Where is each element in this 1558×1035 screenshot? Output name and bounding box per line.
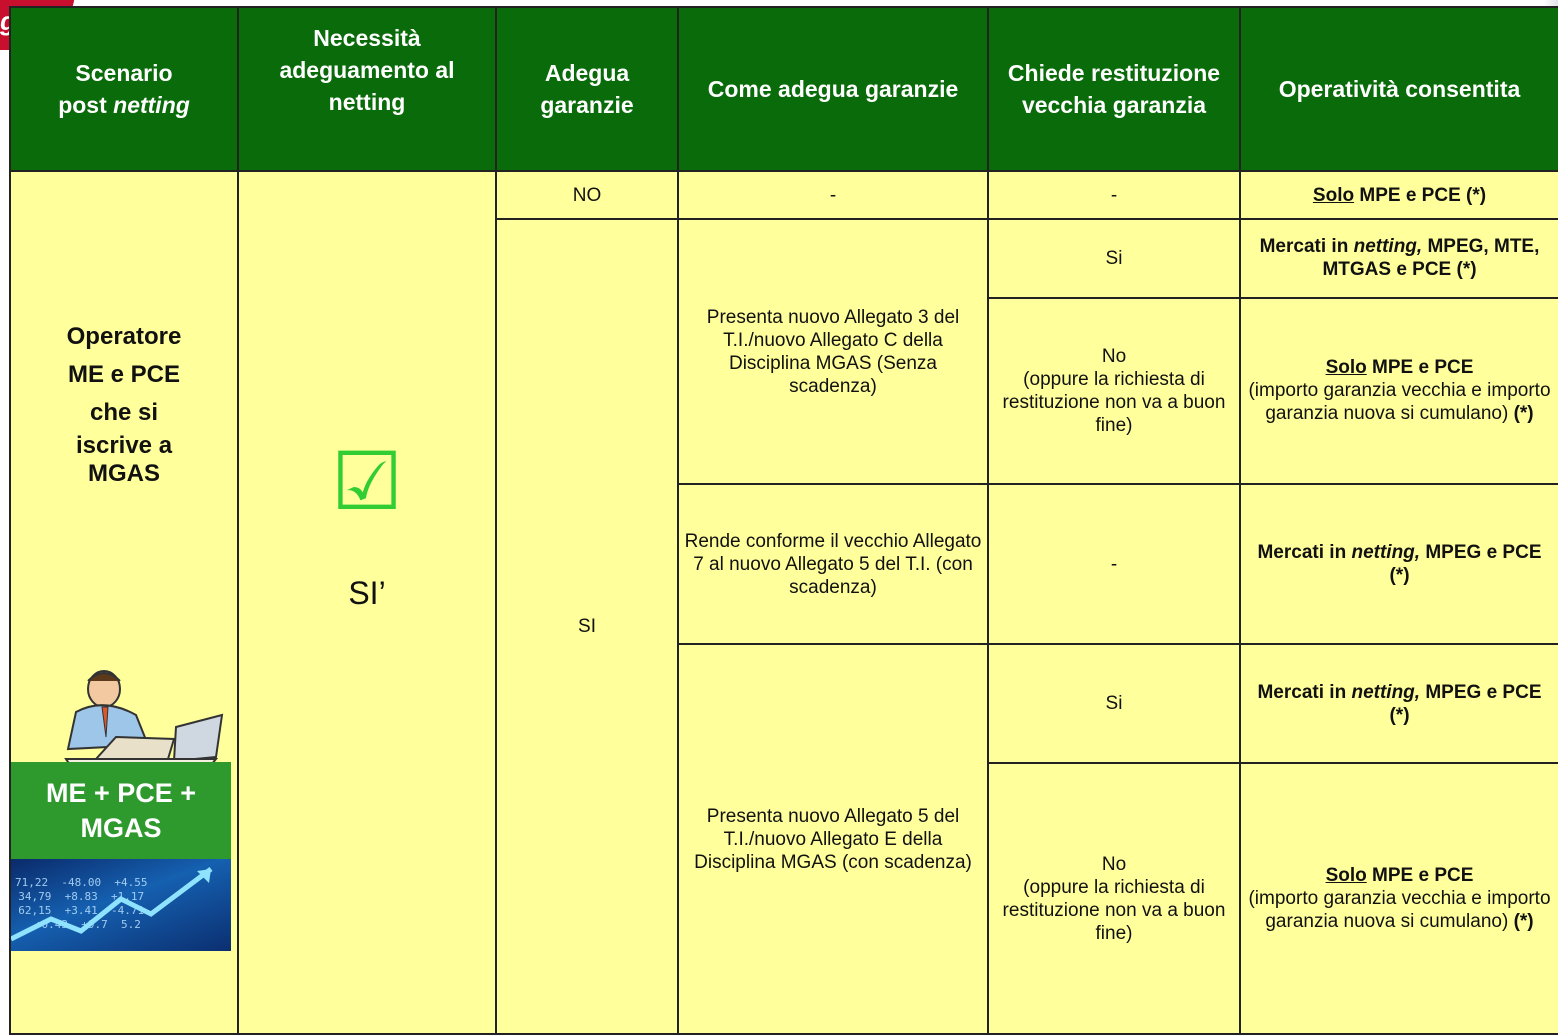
table-row: Rende conforme il vecchio Allegato 7 al … xyxy=(10,482,1558,646)
come-cell: Presenta nuovo Allegato 3 del T.I./nuovo… xyxy=(677,218,989,485)
trend-arrow-icon xyxy=(11,867,213,942)
scenario-line: Operatore xyxy=(66,323,182,351)
header-come: Come adegua garanzie xyxy=(677,5,989,173)
operativita-text: MPEG e PCE (*) xyxy=(1389,681,1542,726)
table-row: No (oppure la richiesta di restituzione … xyxy=(10,762,1558,1035)
operativita-cell: Solo MPE e PCE (importo garanzia vecchia… xyxy=(1239,296,1558,485)
operativita-text: MPE e PCE (*) xyxy=(1354,184,1487,206)
scenario-line: ME e PCE xyxy=(67,361,181,389)
operativita-detail: (importo garanzia vecchia e importo gara… xyxy=(1248,888,1551,933)
header-operativita: Operatività consentita xyxy=(1239,5,1558,173)
scenario-cell: Operatore ME e PCE che si iscrive a MGAS… xyxy=(9,170,239,1035)
operativita-text: Mercati in xyxy=(1257,681,1352,703)
necessita-value: SI’ xyxy=(348,575,386,612)
header-scenario: Scenario post netting xyxy=(9,5,239,173)
netting-scenario-table: Scenario post netting Necessità adeguame… xyxy=(9,5,1558,1035)
header-scenario-post: post xyxy=(58,92,107,119)
operativita-cell: Mercati in netting, MPEG e PCE (*) xyxy=(1239,643,1558,765)
table-row: Operatore ME e PCE che si iscrive a MGAS… xyxy=(9,170,1558,1035)
footnote-mark: (*) xyxy=(1513,911,1534,933)
operativita-cell: Mercati in netting, MPEG, MTE, MTGAS e P… xyxy=(1239,218,1558,299)
table-row: SI Presenta nuovo Allegato 3 del T.I./nu… xyxy=(10,218,1558,1035)
chiede-no: No xyxy=(1101,853,1127,875)
table-row: Presenta nuovo Allegato 5 del T.I./nuovo… xyxy=(10,643,1558,1035)
header-adegua: Adegua garanzie xyxy=(495,5,679,173)
netting-label: netting, xyxy=(1351,542,1421,564)
necessita-cell: ☑ SI’ xyxy=(237,170,497,1035)
operativita-text: Mercati in xyxy=(1259,236,1354,258)
header-scenario-label: Scenario xyxy=(75,60,173,87)
operativita-text: MPE e PCE xyxy=(1366,865,1474,887)
scenario-line: MGAS xyxy=(88,460,160,488)
chiede-cell: Si xyxy=(987,643,1241,765)
businessman-laptop-icon xyxy=(64,670,224,773)
operativita-text: MPEG e PCE (*) xyxy=(1389,542,1542,587)
netting-label: netting, xyxy=(1351,681,1421,703)
header-necessita: Necessità adeguamento al netting xyxy=(237,5,497,173)
ticker-digits: 71,22 -48.00 +4.55 34,79 +8.83 +1.17 62,… xyxy=(15,876,148,932)
operativita-cell: Solo MPE e PCE (importo garanzia vecchia… xyxy=(1239,762,1558,1035)
header-chiede: Chiede restituzione vecchia garanzia xyxy=(987,5,1241,173)
operativita-detail: (importo garanzia vecchia e importo gara… xyxy=(1248,380,1551,425)
come-cell: Rende conforme il vecchio Allegato 7 al … xyxy=(677,482,989,646)
checkbox-checked-icon: ☑ xyxy=(331,437,403,527)
chiede-no: No xyxy=(1101,345,1127,367)
netting-label: netting, xyxy=(1353,236,1423,258)
adegua-si: SI xyxy=(495,218,679,1035)
header-row: Scenario post netting Necessità adeguame… xyxy=(9,5,1558,173)
header-scenario-netting: netting xyxy=(113,92,190,119)
adegua-no: NO xyxy=(495,170,679,221)
chiede-cell: Si xyxy=(987,218,1241,299)
markets-box-line: MGAS xyxy=(80,812,162,843)
chiede-note: (oppure la richiesta di restituzione non… xyxy=(1002,876,1226,944)
chiede-dash: - xyxy=(987,170,1241,221)
come-dash: - xyxy=(677,170,989,221)
scenario-text: Operatore ME e PCE che si iscrive a MGAS xyxy=(11,318,237,488)
solo-label: Solo xyxy=(1312,184,1355,206)
footnote-mark: (*) xyxy=(1513,403,1534,425)
chiede-note: (oppure la richiesta di restituzione non… xyxy=(1002,368,1226,436)
chiede-cell: - xyxy=(987,482,1241,646)
scenario-line: che si xyxy=(89,399,159,427)
operativita-text: MPEG, MTE, MTGAS e PCE (*) xyxy=(1322,236,1540,281)
operativita-cell: Solo MPE e PCE (*) xyxy=(1239,170,1558,221)
scenario-line: iscrive a xyxy=(75,432,173,460)
solo-label: Solo xyxy=(1325,865,1367,887)
markets-box: ME + PCE + MGAS xyxy=(11,762,231,860)
markets-box-line: ME + PCE + xyxy=(45,777,197,808)
operativita-cell: Mercati in netting, MPEG e PCE (*) xyxy=(1239,482,1558,646)
solo-label: Solo xyxy=(1325,357,1367,379)
operativita-text: Mercati in xyxy=(1257,542,1352,564)
chiede-cell: No (oppure la richiesta di restituzione … xyxy=(987,762,1241,1035)
operativita-text: MPE e PCE xyxy=(1366,357,1474,379)
stock-ticker-image: 71,22 -48.00 +4.55 34,79 +8.83 +1.17 62,… xyxy=(11,859,231,952)
table-row: No (oppure la richiesta di restituzione … xyxy=(10,296,1558,485)
come-cell: Presenta nuovo Allegato 5 del T.I./nuovo… xyxy=(677,643,989,1035)
chiede-cell: No (oppure la richiesta di restituzione … xyxy=(987,296,1241,485)
